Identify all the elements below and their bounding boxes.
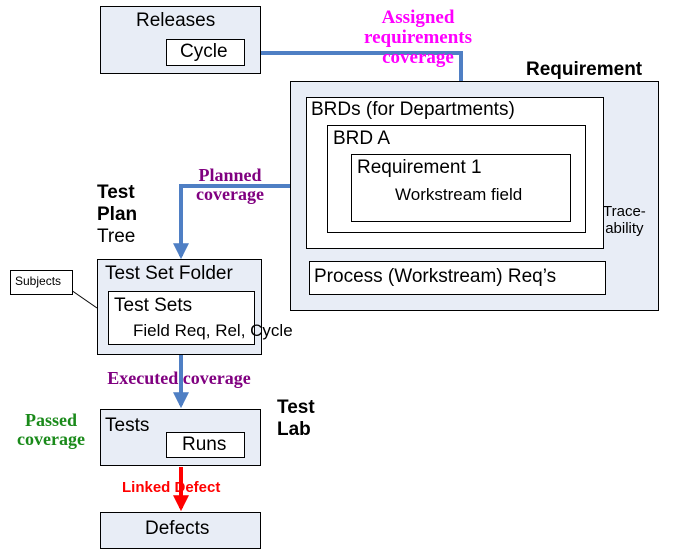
assigned-coverage-line3: coverage [382, 46, 454, 68]
passed-coverage-line1: Passed [24, 410, 77, 430]
planned-coverage-line2: coverage [196, 183, 264, 204]
workstream-field-label: Workstream field [395, 185, 523, 204]
brd-a-label: BRD A [333, 128, 391, 149]
test-sets-fields-label: Field Req, Rel, Cycle [133, 321, 293, 340]
linked-defect-label: Linked Defect [122, 479, 221, 496]
subjects-callout-box [10, 270, 73, 295]
test-lab-heading-line1: Test [277, 397, 315, 418]
test-lab-heading-line2: Lab [277, 418, 311, 440]
test-plan-heading-line2: Plan [97, 203, 138, 225]
test-plan-heading-line3: Tree [97, 225, 136, 247]
process-reqs-label: Process (Workstream) Req’s [314, 266, 557, 287]
passed-coverage-line2: coverage [17, 428, 85, 449]
assigned-coverage-line1: Assigned [381, 7, 455, 28]
test-lab-heading: Test Lab [277, 397, 315, 441]
cycle-box [166, 39, 245, 66]
test-sets-box [108, 291, 255, 345]
planned-coverage-line1: Planned [198, 165, 262, 185]
executed-coverage-label: Executed coverage [107, 368, 251, 388]
traceability-line1: Trace- [603, 203, 646, 220]
traceability-label: Trace- ability [603, 203, 646, 237]
subjects-callout-label: Subjects [15, 274, 62, 288]
test-plan-heading-line1: Test [97, 182, 135, 203]
brds-label: BRDs (for Departments) [311, 99, 515, 120]
test-sets-label: Test Sets [114, 295, 193, 316]
assigned-coverage-label: Assigned requirements coverage [344, 8, 492, 68]
requirement-1-box [351, 154, 571, 222]
passed-coverage-label: Passed coverage [8, 411, 94, 449]
requirements-heading-line1: Requirement [526, 59, 643, 80]
planned-coverage-label: Planned coverage [180, 166, 280, 204]
runs-label: Runs [182, 434, 227, 455]
cycle-label: Cycle [180, 41, 228, 62]
defects-label: Defects [145, 518, 210, 539]
runs-box [166, 432, 245, 458]
traceability-line2: ability [605, 219, 644, 237]
tests-label: Tests [105, 415, 150, 436]
process-reqs-box [309, 261, 606, 295]
test-plan-heading: Test Plan Tree [97, 182, 137, 248]
subjects-leader-line [70, 289, 98, 309]
test-set-folder-label: Test Set Folder [105, 263, 233, 284]
requirement-1-label: Requirement 1 [357, 157, 482, 178]
releases-title: Releases [136, 10, 216, 31]
assigned-coverage-line2: requirements [363, 26, 472, 48]
defects-box [100, 512, 261, 549]
